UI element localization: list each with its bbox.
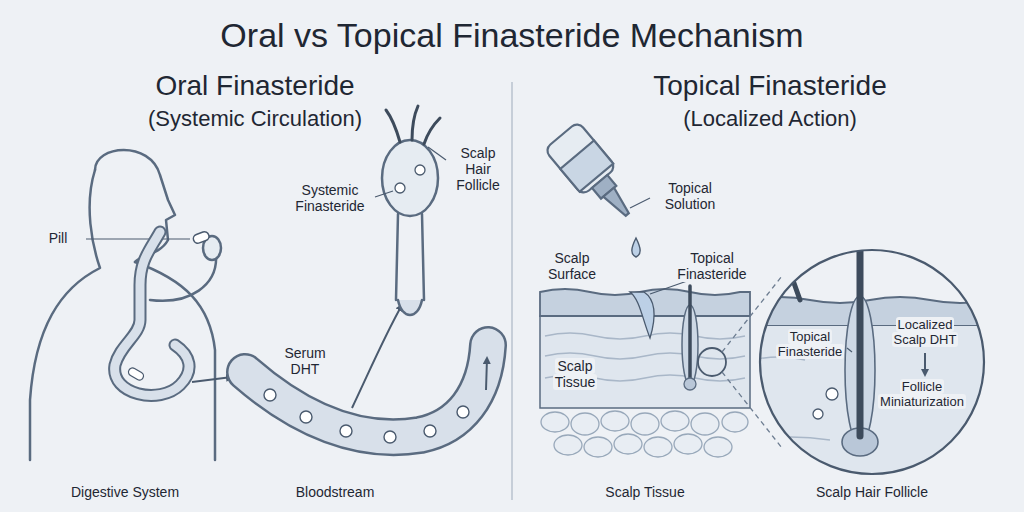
part-label-box: Scalp Hair Follicle (448, 145, 508, 193)
digestive-tract (115, 232, 189, 395)
part-label-box: Scalp Tissue (545, 358, 605, 390)
hair-strands (386, 106, 440, 144)
title: Oral vs Topical Finasteride Mechanism (218, 16, 805, 54)
leader-line (847, 348, 852, 352)
part-label: Serum DHT (282, 345, 327, 377)
zoom-marker (698, 348, 726, 376)
part-label-box: Digestive System (50, 484, 200, 500)
flow-arrow (352, 305, 402, 408)
panel-heading-box: (Systemic Circulation) (95, 106, 415, 131)
skin-cross-section (540, 286, 750, 457)
leader-line (428, 147, 446, 160)
panel-heading: (Localized Action) (681, 106, 859, 131)
zoom-circle (760, 250, 984, 474)
part-label: Scalp Tissue (603, 484, 686, 500)
part-label: Topical Finasteride (776, 329, 844, 359)
leader-line (375, 191, 393, 197)
part-label: Follicle Miniaturization (878, 379, 966, 409)
flow-arrow (192, 377, 232, 382)
part-label: Topical Finasteride (675, 250, 748, 282)
part-label-box: Scalp Hair Follicle (792, 484, 952, 500)
part-label: Systemic Finasteride (293, 182, 366, 214)
pill-icon (192, 231, 210, 245)
pill-icon (127, 367, 145, 382)
part-label: Scalp Surface (546, 250, 598, 282)
follicle-closeup (750, 250, 990, 486)
part-label: Topical Solution (663, 180, 718, 212)
panel-divider (511, 82, 513, 500)
part-label-box: Pill (33, 230, 83, 246)
head-figure (382, 140, 438, 315)
part-label: Scalp Hair Follicle (814, 484, 930, 500)
part-label-box: Systemic Finasteride (288, 182, 372, 214)
drop (632, 238, 640, 257)
part-label-box: Bloodstream (275, 484, 395, 500)
part-label: Bloodstream (294, 484, 377, 500)
panel-heading: (Systemic Circulation) (146, 106, 364, 131)
part-label: Digestive System (69, 484, 181, 500)
leader-line (650, 280, 690, 294)
part-label: Pill (47, 230, 70, 246)
dropper-bottle (544, 121, 644, 228)
flow-arrow (924, 353, 926, 375)
panel-heading-box: (Localized Action) (610, 106, 930, 131)
panel-heading-box: Topical Finasteride (590, 70, 950, 102)
person-figure (30, 150, 221, 460)
part-label-box: Scalp Tissue (575, 484, 715, 500)
panel-heading-box: Oral Finasteride (75, 70, 435, 102)
part-label-box: Serum DHT (277, 345, 333, 377)
molecule-dots (264, 389, 469, 443)
part-label-box: Topical Finasteride (774, 330, 846, 360)
title-box: Oral vs Topical Finasteride Mechanism (12, 16, 1012, 55)
part-label: Scalp Hair Follicle (454, 145, 502, 193)
leader-line (630, 198, 650, 208)
leader-line (86, 238, 190, 239)
panel-heading: Oral Finasteride (153, 70, 356, 101)
part-label: Localized Scalp DHT (892, 317, 959, 347)
blood-vessel (245, 345, 488, 437)
part-label-box: Topical Solution (652, 180, 728, 212)
part-label-box: Localized Scalp DHT (885, 318, 965, 348)
panel-heading: Topical Finasteride (651, 70, 888, 101)
part-label-box: Scalp Surface (542, 250, 602, 282)
part-label: Scalp Tissue (553, 358, 598, 390)
part-label-box: Follicle Miniaturization (874, 380, 970, 410)
part-label-box: Topical Finasteride (672, 250, 752, 282)
